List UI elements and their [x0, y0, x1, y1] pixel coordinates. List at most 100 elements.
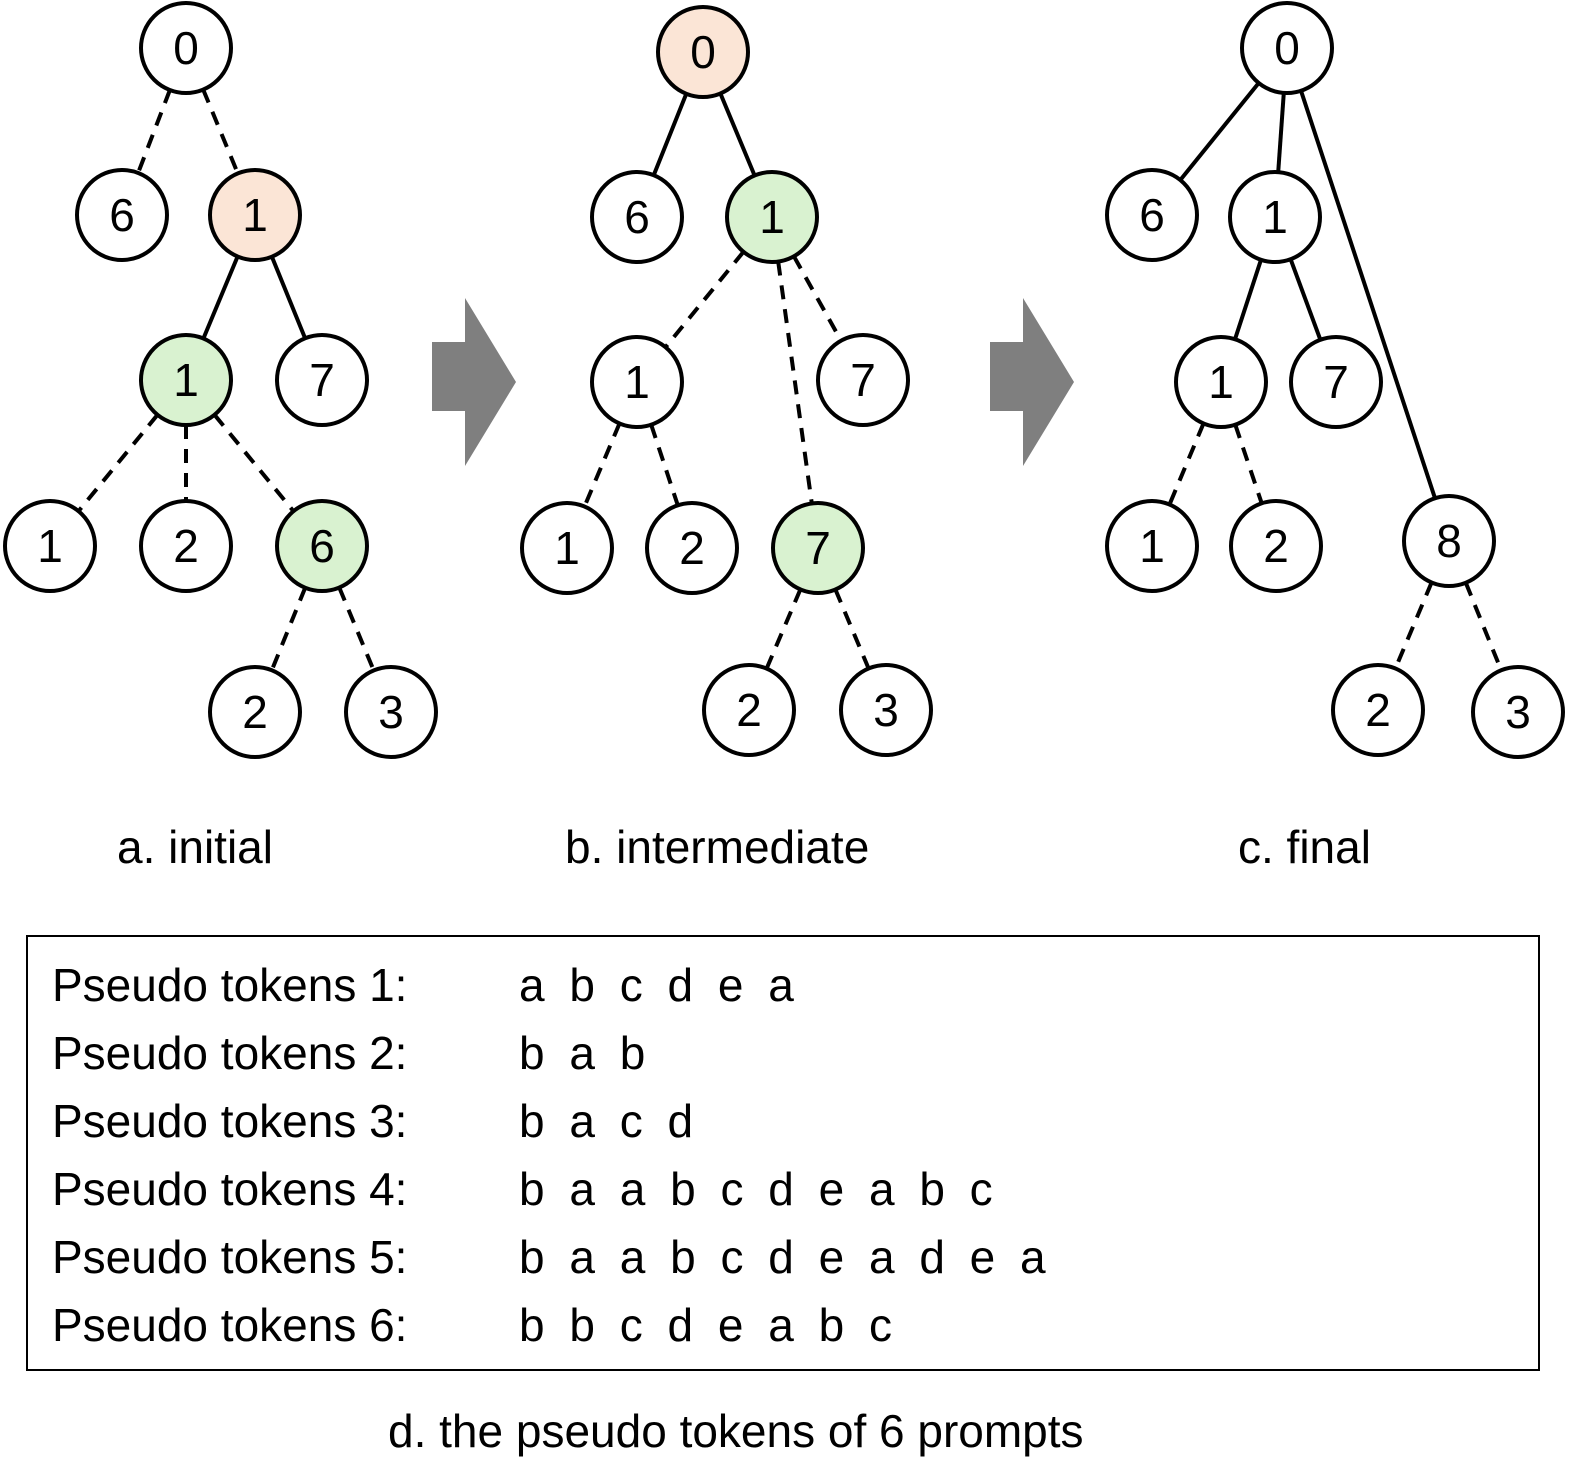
- tree-node: 1: [725, 170, 819, 264]
- tree-node: 0: [656, 5, 750, 99]
- tree-node-circle: [75, 168, 169, 262]
- tree-node-circle: [1105, 168, 1199, 262]
- tree-node-circle: [1229, 499, 1323, 593]
- tree-node-label: 0: [1274, 22, 1300, 74]
- token-row-values: b b c d e a b c: [519, 1299, 892, 1351]
- tree-node-label: 1: [554, 522, 580, 574]
- tree-node: 8: [1402, 494, 1496, 588]
- tree-edge-dashed: [201, 88, 240, 175]
- caption-initial: a. initial: [117, 821, 273, 873]
- tree-edge-solid: [1288, 258, 1323, 341]
- tree-node-label: 1: [37, 520, 63, 572]
- tree-node-circle: [1228, 170, 1322, 264]
- tree-node-label: 1: [1139, 520, 1165, 572]
- tree-edge-dashed: [764, 588, 803, 670]
- caption-pseudo-tokens: d. the pseudo tokens of 6 prompts: [388, 1405, 1084, 1457]
- transition-arrow-1: [432, 298, 516, 466]
- tree-node-circle: [816, 333, 910, 427]
- tree-node: 1: [3, 499, 97, 593]
- tree-node: 6: [75, 168, 169, 262]
- tree-node-circle: [208, 168, 302, 262]
- tree-edge-dashed: [1233, 424, 1264, 504]
- tree-node-circle: [208, 665, 302, 759]
- tree-edge-dashed: [1463, 581, 1504, 672]
- tree-node-label: 7: [850, 354, 876, 406]
- tree-edge-solid: [270, 255, 307, 340]
- tree-node-circle: [1402, 494, 1496, 588]
- token-row-values: b a a b c d e a d e a: [519, 1231, 1046, 1283]
- tree-node: 6: [1105, 168, 1199, 262]
- tree-node: 2: [208, 665, 302, 759]
- pseudo-tokens-box: Pseudo tokens 1: a b c d e a Pseudo toke…: [26, 935, 1540, 1371]
- tree-node-circle: [590, 170, 684, 264]
- tree-node: 6: [590, 170, 684, 264]
- tree-node-circle: [725, 170, 819, 264]
- token-row-label: Pseudo tokens 1:: [52, 959, 408, 1011]
- tree-node-label: 7: [309, 354, 335, 406]
- tree-node-circle: [344, 665, 438, 759]
- tree-node-label: 7: [805, 522, 831, 574]
- token-row-label: Pseudo tokens 2:: [52, 1027, 408, 1079]
- tree-node-label: 2: [1263, 520, 1289, 572]
- tree-node: 7: [1289, 335, 1383, 429]
- tree-node-label: 2: [173, 520, 199, 572]
- tree-edge-solid: [1299, 90, 1437, 499]
- tree-edge-solid: [1276, 92, 1286, 173]
- tree-node-label: 6: [1139, 189, 1165, 241]
- tree-edge-dashed: [1393, 581, 1434, 670]
- tree-node: 1: [208, 168, 302, 262]
- tree-node: 3: [1471, 665, 1565, 759]
- token-row-values: b a b: [519, 1027, 646, 1079]
- tree-edge-dashed: [76, 413, 160, 513]
- tree-node-label: 8: [1436, 515, 1462, 567]
- tree-node: 2: [645, 501, 739, 595]
- tree-node-circle: [645, 501, 739, 595]
- tree-node-label: 1: [1208, 356, 1234, 408]
- tree-node: 6: [275, 499, 369, 593]
- tree-node: 2: [1229, 499, 1323, 593]
- tree-edge-dashed: [212, 413, 296, 513]
- tree-node-label: 6: [624, 191, 650, 243]
- tree-node-circle: [1240, 1, 1334, 95]
- tree-edge-dashed: [337, 586, 376, 672]
- tree-node: 2: [1331, 663, 1425, 757]
- tree-node-label: 2: [242, 686, 268, 738]
- tree-node-label: 2: [1365, 684, 1391, 736]
- tree-node: 7: [816, 333, 910, 427]
- tree-edge-solid: [1178, 81, 1261, 182]
- tree-node-circle: [520, 501, 614, 595]
- tree-node-label: 1: [1262, 191, 1288, 243]
- tree-node: 3: [839, 663, 933, 757]
- tree-edge-dashed: [582, 422, 622, 508]
- tree-node-circle: [1174, 335, 1268, 429]
- tree-node: 1: [1174, 335, 1268, 429]
- tree-node-circle: [771, 501, 865, 595]
- tree-node-circle: [702, 663, 796, 757]
- tree-node: 1: [590, 335, 684, 429]
- tree-node-circle: [1289, 335, 1383, 429]
- tree-node: 1: [1105, 499, 1199, 593]
- caption-intermediate: b. intermediate: [565, 821, 870, 873]
- tree-edge-dashed: [1167, 422, 1206, 506]
- tree-node: 1: [520, 501, 614, 595]
- tree-edge-dashed: [649, 424, 680, 506]
- tree-node-circle: [1105, 499, 1199, 593]
- tree-node-label: 3: [378, 686, 404, 738]
- tree-node: 7: [771, 501, 865, 595]
- tree-node-circle: [839, 663, 933, 757]
- tree-edge-solid: [1233, 259, 1263, 340]
- tree-edge-dashed: [833, 588, 871, 670]
- tree-node-label: 1: [173, 354, 199, 406]
- tree-node-circle: [1331, 663, 1425, 757]
- token-row-label: Pseudo tokens 5:: [52, 1231, 408, 1283]
- tree-node-label: 3: [1505, 686, 1531, 738]
- tree-node: 1: [139, 333, 233, 427]
- transition-arrow-2: [990, 298, 1074, 466]
- edges-layer: [76, 81, 1504, 672]
- tree-node: 7: [275, 333, 369, 427]
- tree-node: 0: [139, 1, 233, 95]
- token-row-values: b a a b c d e a b c: [519, 1163, 993, 1215]
- token-row-values: a b c d e a: [519, 959, 794, 1011]
- tree-node-circle: [275, 333, 369, 427]
